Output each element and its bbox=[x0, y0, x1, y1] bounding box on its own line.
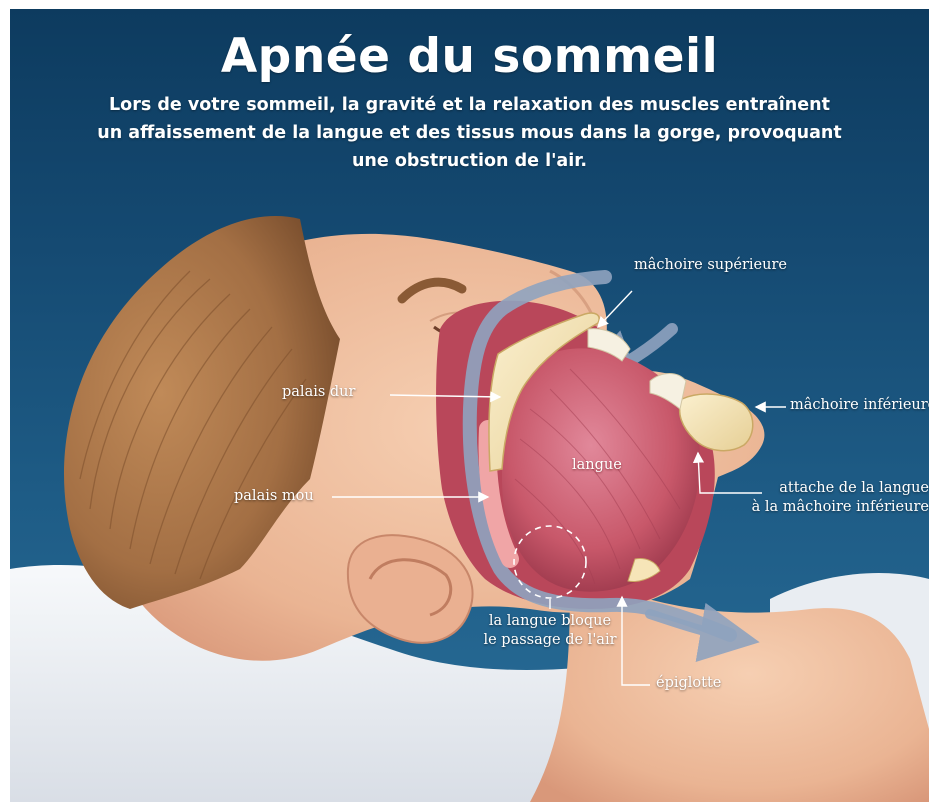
subtitle: Lors de votre sommeil, la gravité et la … bbox=[30, 91, 909, 175]
label-soft-palate: palais mou bbox=[234, 488, 314, 504]
label-tongue-attachment-line: à la mâchoire inférieure bbox=[736, 498, 929, 517]
subtitle-line: un affaissement de la langue et des tiss… bbox=[30, 119, 909, 147]
page-title: Apnée du sommeil bbox=[10, 29, 929, 84]
label-epiglottis: épiglotte bbox=[656, 675, 721, 691]
illustration-panel: Apnée du sommeil Lors de votre sommeil, … bbox=[10, 9, 929, 802]
label-lower-jaw: mâchoire inférieure bbox=[790, 397, 929, 413]
label-tongue-attachment: attache de la langue à la mâchoire infér… bbox=[736, 479, 929, 517]
label-tongue: langue bbox=[572, 457, 622, 473]
label-tongue-blocks-air: la langue bloque le passage de l'air bbox=[465, 612, 635, 650]
label-tongue-attachment-line: attache de la langue bbox=[736, 479, 929, 498]
subtitle-line: Lors de votre sommeil, la gravité et la … bbox=[30, 91, 909, 119]
label-tongue-blocks-air-line: le passage de l'air bbox=[465, 631, 635, 650]
label-tongue-blocks-air-line: la langue bloque bbox=[465, 612, 635, 631]
label-upper-jaw: mâchoire supérieure bbox=[634, 257, 787, 273]
label-hard-palate: palais dur bbox=[282, 384, 355, 400]
subtitle-line: une obstruction de l'air. bbox=[30, 147, 909, 175]
